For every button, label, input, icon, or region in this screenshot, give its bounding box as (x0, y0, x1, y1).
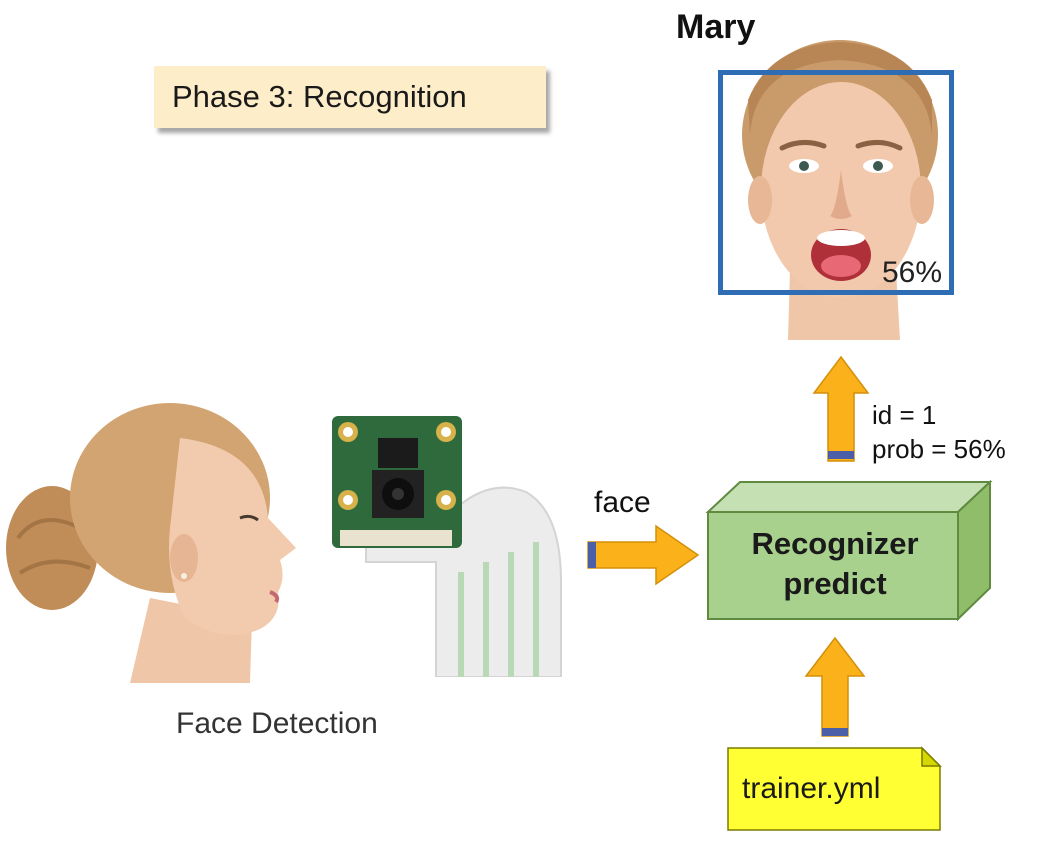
right-arrow-icon (587, 524, 700, 586)
recognizer-label-line2: predict (783, 566, 887, 601)
detection-bounding-box (718, 70, 954, 295)
phase-label: Phase 3: Recognition (154, 66, 546, 128)
prediction-id-text: id = 1 (872, 400, 937, 430)
detection-caption: Face Detection (176, 707, 378, 740)
phase-label-text: Phase 3: Recognition (172, 79, 467, 114)
recognizer-block (705, 479, 993, 622)
profile-face-image (6, 403, 296, 683)
input-label: face (594, 486, 651, 519)
model-file-label: trainer.yml (742, 772, 881, 805)
frontal-face-image (742, 40, 938, 340)
up-arrow-icon (804, 636, 866, 737)
camera-module-image (332, 416, 562, 677)
prediction-prob-text: prob = 56% (872, 434, 1006, 464)
recognizer-label-line1: Recognizer (751, 526, 919, 561)
model-file-note (727, 746, 942, 831)
prediction-output: id = 1 prob = 56% (872, 398, 1006, 466)
recognized-name: Mary (676, 8, 756, 46)
confidence-overlay-label: 56% (882, 256, 943, 289)
recognizer-label: Recognizer predict (712, 524, 958, 604)
up-arrow-icon (812, 355, 870, 462)
